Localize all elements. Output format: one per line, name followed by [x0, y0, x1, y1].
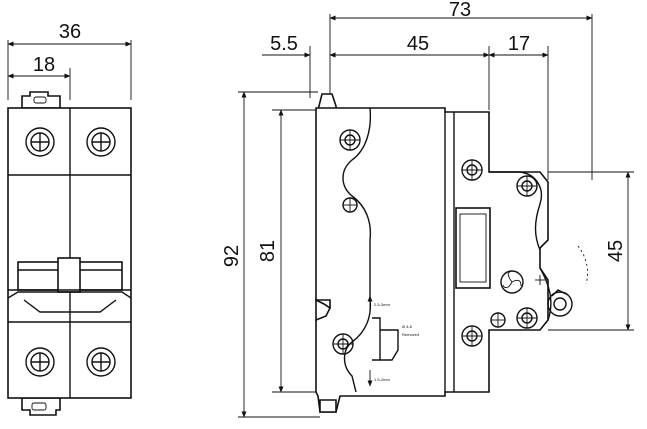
- dim-height-92: 92: [221, 91, 320, 418]
- strip-bottom-label: 1.5-2mm: [374, 377, 390, 382]
- screw-top-right: [86, 127, 116, 157]
- side-screw-3: [461, 159, 483, 181]
- rating-plate: [455, 207, 491, 289]
- dim-half-width-18: 18: [7, 54, 71, 100]
- side-screw-6: [461, 325, 483, 347]
- top-clip: [21, 91, 61, 109]
- strip-mid-label-2: Removed: [402, 332, 419, 337]
- width-label: 36: [59, 21, 81, 43]
- front-view: 36 18: [7, 21, 132, 416]
- side-screw-2: [342, 197, 358, 213]
- screw-bottom-left: [25, 347, 55, 377]
- side-screw-8: [332, 333, 354, 355]
- wire-strip-annotation: 2.5-3mm Ø 4-6 Removed 1.5-2mm: [367, 295, 419, 387]
- din-clip: [319, 399, 337, 413]
- dim-depth-row: 5.5 45 17: [262, 33, 549, 180]
- dim-depth-73: 73: [329, 0, 593, 180]
- front-height-label: 45: [605, 240, 627, 262]
- side-screw-1: [339, 129, 361, 151]
- toggle-handle: [57, 257, 81, 293]
- bottom-clip: [21, 397, 61, 416]
- side-screw-5: [516, 307, 538, 329]
- height-label: 92: [221, 245, 243, 267]
- strip-top-label: 2.5-3mm: [374, 302, 390, 307]
- front-depth-label: 17: [508, 33, 530, 55]
- dim-width-36: 36: [7, 21, 132, 100]
- lock-ring-icon: [547, 289, 573, 317]
- side-screw-7: [490, 312, 506, 328]
- fan-logo-icon: [500, 270, 524, 294]
- overall-depth-label: 73: [449, 0, 471, 21]
- dim-height-45: 45: [548, 171, 634, 331]
- side-body: [315, 107, 549, 413]
- side-screw-4: [516, 175, 538, 197]
- screw-top-left: [25, 127, 55, 157]
- center-mark: [535, 275, 545, 285]
- body-depth-label: 45: [407, 33, 429, 55]
- side-view: 73 5.5 45 17 92 81: [221, 0, 634, 418]
- body-height-label: 81: [257, 240, 279, 262]
- strip-mid-label-1: Ø 4-6: [402, 324, 413, 329]
- half-width-label: 18: [33, 54, 55, 76]
- screw-bottom-right: [86, 347, 116, 377]
- offset-label: 5.5: [270, 33, 298, 55]
